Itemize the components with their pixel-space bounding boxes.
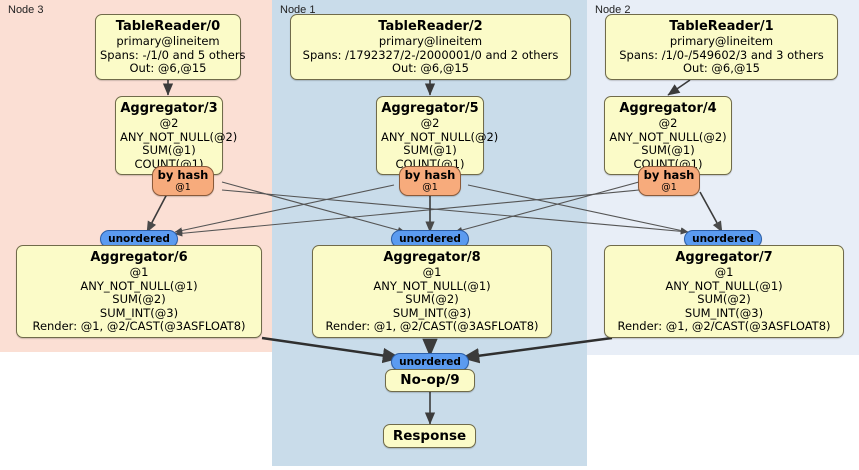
table-reader-0-spans: Spans: -/1/0 and 5 others — [100, 47, 246, 62]
aggregator-7-func-2: SUM(@2) — [697, 292, 751, 307]
by-hash-badge-right[interactable]: by hash @1 — [638, 166, 700, 196]
aggregator-8-render: Render: @1, @2/CAST(@3ASFLOAT8) — [325, 319, 539, 334]
by-hash-column: @1 — [661, 182, 677, 193]
by-hash-badge-left[interactable]: by hash @1 — [152, 166, 214, 196]
aggregator-4-func-1: ANY_NOT_NULL(@2) — [609, 129, 727, 144]
by-hash-column: @1 — [175, 182, 191, 193]
table-reader-1-source: primary@lineitem — [669, 34, 774, 48]
aggregator-8-func-1: ANY_NOT_NULL(@1) — [373, 278, 491, 293]
aggregator-7-render: Render: @1, @2/CAST(@3ASFLOAT8) — [617, 319, 831, 334]
aggregator-7-box[interactable]: Aggregator/7 @1 ANY_NOT_NULL(@1) SUM(@2)… — [604, 245, 844, 338]
by-hash-label: by hash — [404, 168, 456, 182]
table-reader-0-box[interactable]: TableReader/0 primary@lineitem Spans: -/… — [95, 14, 246, 80]
aggregator-6-render: Render: @1, @2/CAST(@3ASFLOAT8) — [32, 319, 246, 334]
by-hash-label: by hash — [643, 168, 695, 182]
aggregator-5-func-2: SUM(@1) — [403, 143, 457, 158]
aggregator-3-groupcol: @2 — [159, 116, 179, 130]
aggregator-7-groupcol: @1 — [714, 265, 734, 279]
aggregator-6-title: Aggregator/6 — [90, 250, 188, 265]
unordered-badge-final[interactable]: unordered — [391, 353, 469, 371]
node-panel-label: Node 2 — [595, 4, 631, 16]
unordered-badge-left[interactable]: unordered — [100, 230, 178, 248]
aggregator-5-func-1: ANY_NOT_NULL(@2) — [381, 129, 499, 144]
table-reader-0-out: Out: @6,@15 — [129, 61, 207, 76]
table-reader-1-box[interactable]: TableReader/1 primary@lineitem Spans: /1… — [605, 14, 838, 80]
aggregator-6-groupcol: @1 — [129, 265, 149, 279]
by-hash-label: by hash — [157, 168, 209, 182]
aggregator-8-func-2: SUM(@2) — [405, 292, 459, 307]
aggregator-4-groupcol: @2 — [658, 116, 678, 130]
aggregator-7-title: Aggregator/7 — [675, 250, 773, 265]
aggregator-6-func-3: SUM_INT(@3) — [99, 305, 179, 320]
aggregator-4-title: Aggregator/4 — [619, 101, 717, 116]
table-reader-0-source: primary@lineitem — [116, 34, 220, 48]
aggregator-7-func-1: ANY_NOT_NULL(@1) — [665, 278, 783, 293]
table-reader-1-out: Out: @6,@15 — [683, 61, 760, 76]
no-op-9-box[interactable]: No-op/9 — [385, 369, 475, 392]
node-panel-label: Node 3 — [8, 4, 44, 16]
node-panel-label: Node 1 — [280, 4, 316, 16]
aggregator-4-func-2: SUM(@1) — [641, 143, 695, 158]
aggregator-3-func-2: SUM(@1) — [142, 143, 196, 158]
table-reader-2-out: Out: @6,@15 — [392, 61, 469, 76]
aggregator-3-box[interactable]: Aggregator/3 @2 ANY_NOT_NULL(@2) SUM(@1)… — [115, 96, 238, 176]
table-reader-0-title: TableReader/0 — [115, 19, 221, 34]
aggregator-6-func-1: ANY_NOT_NULL(@1) — [80, 278, 198, 293]
aggregator-7-func-3: SUM_INT(@3) — [684, 305, 764, 320]
table-reader-2-spans: Spans: /1792327/2-/2000001/0 and 2 other… — [302, 47, 559, 62]
aggregator-8-groupcol: @1 — [422, 265, 442, 279]
aggregator-5-box[interactable]: Aggregator/5 @2 ANY_NOT_NULL(@2) SUM(@1)… — [376, 96, 499, 176]
aggregator-8-box[interactable]: Aggregator/8 @1 ANY_NOT_NULL(@1) SUM(@2)… — [312, 245, 552, 338]
by-hash-badge-center[interactable]: by hash @1 — [399, 166, 461, 196]
aggregator-6-func-2: SUM(@2) — [112, 292, 166, 307]
aggregator-8-title: Aggregator/8 — [383, 250, 481, 265]
response-box[interactable]: Response — [383, 424, 476, 448]
by-hash-column: @1 — [422, 182, 438, 193]
table-reader-1-title: TableReader/1 — [669, 19, 774, 34]
table-reader-2-box[interactable]: TableReader/2 primary@lineitem Spans: /1… — [290, 14, 571, 80]
aggregator-8-func-3: SUM_INT(@3) — [392, 305, 472, 320]
table-reader-2-title: TableReader/2 — [378, 19, 483, 34]
table-reader-2-source: primary@lineitem — [378, 34, 483, 48]
aggregator-5-groupcol: @2 — [420, 116, 440, 130]
aggregator-3-title: Aggregator/3 — [120, 101, 218, 116]
aggregator-5-title: Aggregator/5 — [381, 101, 479, 116]
table-reader-1-spans: Spans: /1/0-/549602/3 and 3 others — [619, 47, 824, 62]
aggregator-3-func-1: ANY_NOT_NULL(@2) — [120, 129, 238, 144]
aggregator-4-box[interactable]: Aggregator/4 @2 ANY_NOT_NULL(@2) SUM(@1)… — [604, 96, 732, 176]
aggregator-6-box[interactable]: Aggregator/6 @1 ANY_NOT_NULL(@1) SUM(@2)… — [16, 245, 262, 338]
